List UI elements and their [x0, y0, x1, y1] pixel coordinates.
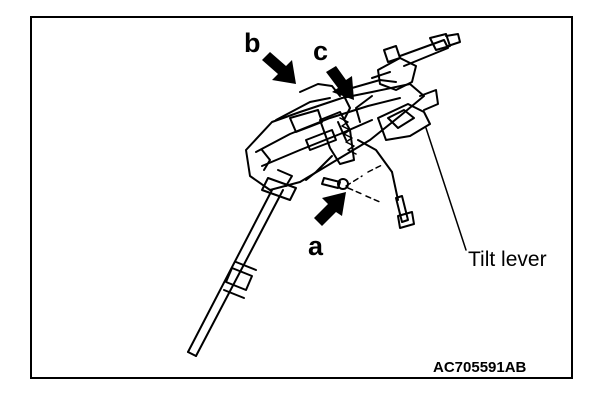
upper-shaft — [355, 33, 461, 123]
callout-b: b — [244, 28, 261, 58]
tilt-mechanism — [357, 89, 439, 229]
lower-shaft — [187, 177, 297, 357]
bolt-a — [321, 177, 349, 190]
callout-a: a — [308, 231, 324, 261]
alignment-dashed-line — [345, 163, 385, 203]
column-body — [245, 79, 425, 191]
callout-c: c — [313, 36, 329, 66]
arrow-a-icon — [314, 192, 346, 226]
spring — [339, 117, 357, 155]
arrow-b-icon — [262, 52, 296, 84]
tilt-lever-leader-line — [425, 127, 467, 251]
tilt-lever-label: Tilt lever — [468, 248, 547, 271]
figure-border — [30, 16, 573, 379]
arrow-c-icon — [326, 66, 354, 100]
figure-code: AC705591AB — [433, 359, 527, 376]
